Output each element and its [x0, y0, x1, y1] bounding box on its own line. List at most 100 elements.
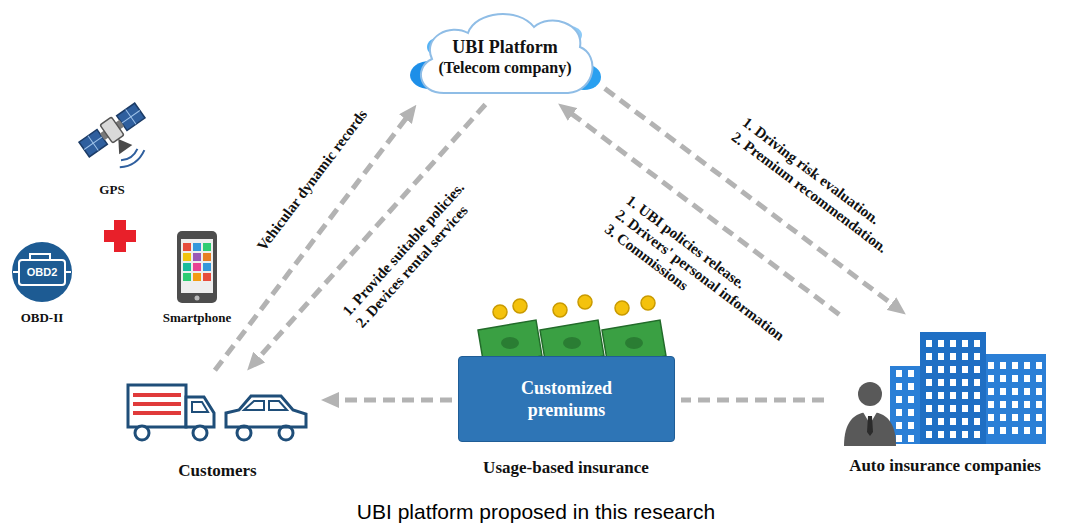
node-illustration-part [938, 353, 944, 360]
group-label: Auto insurance companies [849, 456, 1041, 476]
node-illustration-part [950, 431, 956, 438]
node-illustration-part [974, 392, 980, 399]
smartphone-icon-part [203, 273, 211, 281]
node-illustration-part [133, 393, 181, 397]
node-illustration-part [1024, 388, 1030, 395]
node-illustration-part [974, 353, 980, 360]
node-illustration-part [192, 402, 208, 412]
node-illustration-part [988, 427, 994, 434]
node-illustration-part [974, 418, 980, 425]
obd-icon-part [30, 254, 50, 260]
node-illustration-part [962, 340, 968, 347]
node-illustration-part [962, 392, 968, 399]
arrow-label: 1. Driving risk evaluation. 2. Premium r… [728, 113, 902, 256]
label-line: 2. Devices rental services [352, 191, 481, 332]
node-illustration-part [974, 405, 980, 412]
label-line: 2. Premium recommendation. [728, 128, 891, 257]
node-illustration-part [962, 366, 968, 373]
node-illustration-part [1036, 414, 1042, 421]
icon-label: OBD-II [21, 310, 64, 326]
node-illustration-part [1012, 388, 1018, 395]
node-illustration-part [1036, 427, 1042, 434]
obd-icon-part [65, 271, 71, 273]
figure-caption: UBI platform proposed in this research [357, 500, 715, 524]
money-bills-part [563, 337, 581, 349]
node-illustration-part [133, 402, 181, 406]
node-illustration-part [926, 366, 932, 373]
node-illustration-part [1000, 362, 1006, 369]
red-cross-part [104, 230, 136, 242]
node-illustration-part [908, 435, 914, 442]
gps-satellite-part [120, 150, 147, 171]
node-illustration-part [950, 418, 956, 425]
customer-group: Customers [120, 375, 315, 483]
node-illustration-part [926, 431, 932, 438]
node-illustration-part [1000, 401, 1006, 408]
node-illustration [830, 318, 1060, 448]
money-bills-part [501, 337, 519, 349]
node-illustration-part [962, 431, 968, 438]
gps-satellite-part [126, 109, 136, 124]
node-illustration-part [926, 405, 932, 412]
node-illustration [120, 375, 315, 450]
node-illustration-part [896, 396, 902, 403]
node-illustration-part [1036, 401, 1042, 408]
node-illustration-part [193, 426, 207, 440]
node-illustration-part [1000, 414, 1006, 421]
node-illustration-part [908, 383, 914, 390]
platform-text: UBI Platform [452, 36, 557, 58]
node-illustration-part [421, 14, 593, 93]
node-illustration-part [974, 366, 980, 373]
node-illustration-part [135, 426, 149, 440]
node-illustration-part [896, 370, 902, 377]
node-illustration-part [128, 385, 186, 427]
cloud-platform: UBI Platform(Telecom company) [410, 5, 600, 100]
flow-arrow [335, 398, 452, 403]
node-illustration-part [1000, 388, 1006, 395]
node-illustration-part [896, 409, 902, 416]
node-illustration-part [1012, 427, 1018, 434]
node-illustration-part [896, 435, 902, 442]
box-text: Customized premiums [502, 377, 632, 421]
money-bills-part [615, 301, 629, 315]
node-illustration-part [926, 392, 932, 399]
node-illustration-part [1024, 362, 1030, 369]
arrow-label: 1. Provide suitable policies. 2. Devices… [339, 178, 482, 331]
money-bills-part [513, 299, 527, 313]
node-illustration-part [974, 340, 980, 347]
node-illustration-part [133, 411, 181, 415]
node-illustration-part [1012, 375, 1018, 382]
node-illustration-part [186, 397, 214, 427]
node-illustration-part [938, 340, 944, 347]
node-illustration-part [1024, 414, 1030, 421]
node-illustration-part [950, 405, 956, 412]
gps-satellite-part [88, 136, 98, 151]
node-illustration-part [962, 418, 968, 425]
node-illustration-part [988, 414, 994, 421]
obd-icon [12, 242, 72, 302]
node-illustration-part [844, 412, 896, 446]
node-illustration-part [926, 353, 932, 360]
node-illustration-part [938, 392, 944, 399]
node-illustration-part [1036, 388, 1042, 395]
label-line: Vehicular dynamic records [253, 106, 371, 254]
node-illustration-part [988, 388, 994, 395]
node-illustration-part [1024, 375, 1030, 382]
node-illustration-part [1036, 362, 1042, 369]
obd-icon-part [19, 260, 65, 285]
node-illustration-part [938, 366, 944, 373]
node-illustration-part [950, 340, 956, 347]
smartphone-icon-part [195, 296, 200, 301]
node-illustration-part [962, 353, 968, 360]
smartphone-icon-part [183, 253, 191, 261]
node-illustration-part [244, 401, 287, 410]
gps-satellite-part [100, 117, 124, 143]
smartphone-icon-part [177, 231, 217, 303]
node-illustration-part [226, 396, 306, 427]
obd-icon-part [13, 271, 19, 273]
node-illustration-part [938, 418, 944, 425]
node-illustration-part [938, 405, 944, 412]
node-illustration-part [1000, 427, 1006, 434]
icon-label: Smartphone [163, 310, 232, 326]
